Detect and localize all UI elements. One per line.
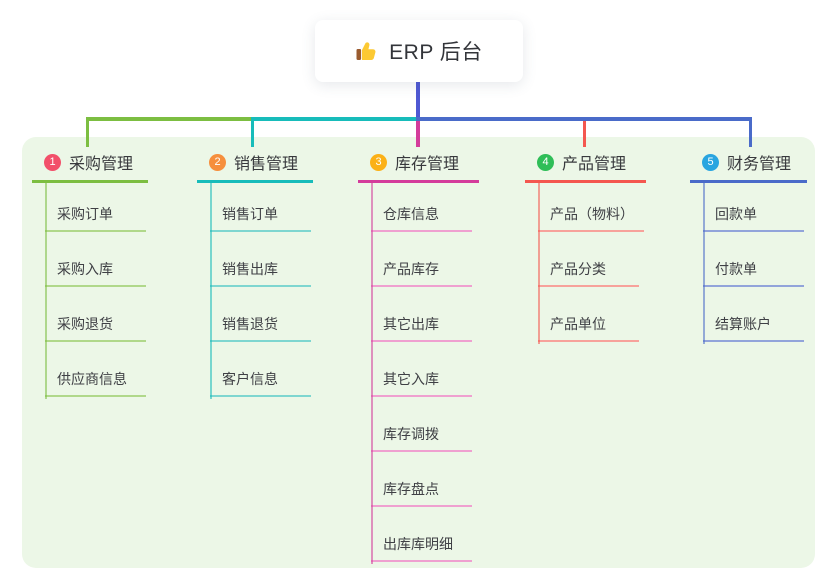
branch-node-product[interactable]: 4 产品管理 — [525, 150, 646, 183]
child-node[interactable]: 供应商信息 — [45, 342, 146, 397]
child-node[interactable]: 产品分类 — [538, 232, 639, 287]
badge-4: 4 — [537, 153, 554, 171]
branch-sales: 2 销售管理 销售订单 销售出库 销售退货 客户信息 — [197, 150, 313, 399]
connector-drop-branch3 — [416, 121, 420, 147]
branch1-children: 采购订单 采购入库 采购退货 供应商信息 — [45, 183, 148, 397]
branch4-child-connector — [538, 182, 540, 344]
connector-bus-green — [86, 117, 253, 121]
child-node[interactable]: 产品（物料） — [538, 183, 644, 232]
child-node[interactable]: 产品单位 — [538, 287, 639, 342]
connector-root-drop — [416, 82, 420, 119]
branch-node-finance[interactable]: 5 财务管理 — [690, 150, 807, 183]
child-node[interactable]: 仓库信息 — [371, 183, 472, 232]
connector-bus-teal — [253, 117, 416, 121]
child-node[interactable]: 库存调拨 — [371, 397, 472, 452]
branch5-child-connector — [703, 182, 705, 344]
child-node[interactable]: 销售出库 — [210, 232, 311, 287]
branch2-children: 销售订单 销售出库 销售退货 客户信息 — [210, 183, 313, 397]
child-node[interactable]: 其它入库 — [371, 342, 472, 397]
branch4-children: 产品（物料） 产品分类 产品单位 — [538, 183, 646, 342]
child-node[interactable]: 采购退货 — [45, 287, 146, 342]
branch2-child-connector — [210, 182, 212, 399]
badge-2: 2 — [209, 153, 226, 171]
branch-finance: 5 财务管理 回款单 付款单 结算账户 — [690, 150, 807, 344]
root-title: ERP 后台 — [389, 41, 483, 64]
child-node[interactable]: 出库库明细 — [371, 507, 472, 562]
badge-1: 1 — [44, 153, 61, 171]
connector-drop-branch2 — [251, 117, 254, 147]
child-node[interactable]: 销售退货 — [210, 287, 311, 342]
connector-drop-branch4 — [583, 121, 586, 147]
child-node[interactable]: 采购订单 — [45, 183, 146, 232]
child-node[interactable]: 其它出库 — [371, 287, 472, 342]
child-node[interactable]: 采购入库 — [45, 232, 146, 287]
child-node[interactable]: 付款单 — [703, 232, 804, 287]
badge-3: 3 — [370, 153, 387, 171]
child-node[interactable]: 库存盘点 — [371, 452, 472, 507]
child-node[interactable]: 回款单 — [703, 183, 804, 232]
branch-label-product: 产品管理 — [562, 156, 627, 173]
branch-label-purchase: 采购管理 — [69, 156, 134, 173]
child-node[interactable]: 产品库存 — [371, 232, 472, 287]
root-node-erp[interactable]: ERP 后台 — [315, 20, 523, 82]
branch1-child-connector — [45, 182, 47, 399]
connector-bus-blue — [416, 117, 752, 121]
branch-label-sales: 销售管理 — [234, 156, 299, 173]
mindmap-canvas-panel — [22, 137, 815, 568]
thumbs-up-icon — [355, 39, 379, 63]
branch3-child-connector — [371, 182, 373, 564]
child-node[interactable]: 销售订单 — [210, 183, 311, 232]
branch-product: 4 产品管理 产品（物料） 产品分类 产品单位 — [525, 150, 646, 344]
child-node[interactable]: 客户信息 — [210, 342, 311, 397]
branch3-children: 仓库信息 产品库存 其它出库 其它入库 库存调拨 库存盘点 出库库明细 — [371, 183, 479, 562]
connector-drop-branch5 — [749, 117, 752, 147]
branch-node-purchase[interactable]: 1 采购管理 — [32, 150, 148, 183]
connector-drop-branch1 — [86, 117, 89, 147]
branch-node-inventory[interactable]: 3 库存管理 — [358, 150, 479, 183]
branch-label-finance: 财务管理 — [727, 156, 792, 173]
badge-5: 5 — [702, 153, 719, 171]
branch-purchase: 1 采购管理 采购订单 采购入库 采购退货 供应商信息 — [32, 150, 148, 399]
branch-label-inventory: 库存管理 — [395, 156, 460, 173]
child-node[interactable]: 结算账户 — [703, 287, 804, 342]
branch-inventory: 3 库存管理 仓库信息 产品库存 其它出库 其它入库 库存调拨 库存盘点 出库库… — [358, 150, 479, 564]
branch5-children: 回款单 付款单 结算账户 — [703, 183, 807, 342]
branch-node-sales[interactable]: 2 销售管理 — [197, 150, 313, 183]
